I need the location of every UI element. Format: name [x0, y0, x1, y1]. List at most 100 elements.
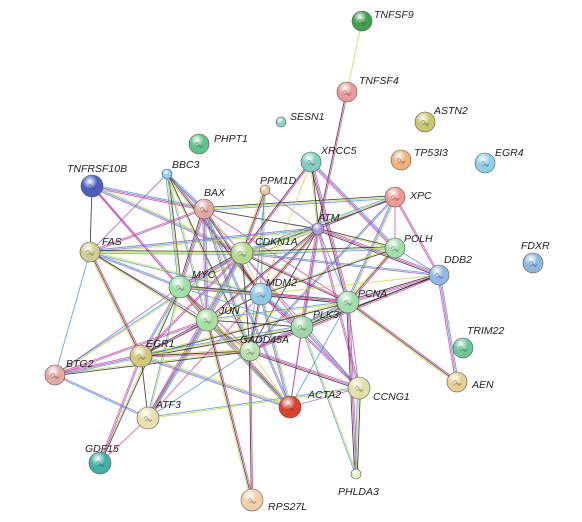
- node-trim22[interactable]: TRIM22: [452, 325, 505, 359]
- edge-JUN-ATF3: [147, 319, 208, 419]
- node-circle-myc[interactable]: [168, 275, 192, 299]
- node-circle-atm[interactable]: [311, 222, 325, 236]
- node-circle-bbc3[interactable]: [161, 168, 173, 180]
- node-tp53i3[interactable]: TP53I3: [390, 147, 448, 171]
- node-phlda3[interactable]: PHLDA3: [338, 468, 379, 498]
- edge-XRCC5-ATM: [309, 162, 318, 230]
- node-atm[interactable]: ATM: [311, 212, 340, 236]
- node-circle-fdxr[interactable]: [522, 252, 544, 274]
- node-circle-xrcc5[interactable]: [300, 151, 322, 173]
- node-bbc3[interactable]: BBC3: [161, 159, 200, 180]
- edge-CDKN1A-DDB2: [241, 253, 439, 277]
- node-circle-tnfsf4[interactable]: [336, 81, 358, 103]
- edge-ATM-FAS: [89, 227, 318, 252]
- node-circle-mdm2[interactable]: [249, 282, 273, 306]
- node-label-gadd45a: GADD45A: [240, 334, 289, 346]
- node-label-ccng1: CCNG1: [373, 391, 410, 403]
- node-circle-ddb2[interactable]: [428, 264, 450, 286]
- node-egr1[interactable]: EGR1: [129, 338, 175, 368]
- edge-ATM-CDKN1A: [242, 229, 319, 255]
- node-fdxr[interactable]: FDXR: [521, 240, 550, 274]
- node-circle-btg2[interactable]: [44, 364, 66, 386]
- node-polh[interactable]: POLH: [384, 233, 433, 259]
- node-circle-gdf15[interactable]: [88, 451, 112, 475]
- edge-JUN-RPS27L: [207, 319, 254, 500]
- node-ddb2[interactable]: DDB2: [428, 254, 472, 286]
- node-ccng1[interactable]: CCNG1: [347, 376, 410, 403]
- node-structure-astn2: [420, 120, 430, 126]
- node-tnfsf9[interactable]: TNFSF9: [351, 9, 414, 32]
- node-circle-xpc[interactable]: [384, 186, 406, 208]
- node-bax[interactable]: BAX: [193, 187, 226, 220]
- node-phpt1[interactable]: PHPT1: [188, 133, 248, 155]
- node-circle-egr1[interactable]: [129, 344, 153, 368]
- edge-MYC-MDM2: [179, 287, 261, 296]
- edge-PLK3-PHLDA3: [300, 327, 356, 475]
- node-sesn1[interactable]: SESN1: [275, 111, 324, 128]
- node-circle-bax[interactable]: [193, 198, 215, 220]
- node-xrcc5[interactable]: XRCC5: [300, 145, 357, 173]
- edge-MYC-MDM2: [180, 285, 262, 294]
- edge-DDB2-AEN: [437, 275, 457, 383]
- node-aen[interactable]: AEN: [446, 371, 494, 393]
- node-circle-polh[interactable]: [384, 237, 406, 259]
- node-circle-cdkn1a[interactable]: [230, 241, 254, 265]
- node-circle-sesn1[interactable]: [275, 116, 287, 128]
- edge-CDKN1A-JUN: [207, 253, 244, 321]
- node-circle-ccng1[interactable]: [347, 376, 371, 400]
- node-circle-phlda3[interactable]: [350, 468, 362, 480]
- node-circle-tnfrsf10b[interactable]: [80, 174, 104, 198]
- node-structure-pcna: [343, 300, 353, 306]
- node-tnfsf4[interactable]: TNFSF4: [336, 75, 399, 103]
- node-structure-tnfsf4: [342, 90, 352, 96]
- node-circle-fas[interactable]: [79, 241, 101, 263]
- node-circle-tnfsf9[interactable]: [351, 10, 373, 32]
- node-circle-trim22[interactable]: [452, 337, 474, 359]
- node-label-phlda3: PHLDA3: [338, 486, 379, 498]
- node-structure-gdf15: [95, 461, 105, 467]
- node-plk3[interactable]: PLK3: [290, 309, 339, 339]
- node-circle-astn2[interactable]: [414, 111, 436, 133]
- node-tnfrsf10b[interactable]: TNFRSF10B: [67, 163, 127, 198]
- node-structure-acta2: [285, 405, 295, 411]
- node-jun[interactable]: JUN: [195, 305, 240, 332]
- node-ppm1d[interactable]: PPM1D: [259, 175, 297, 196]
- node-rps27l[interactable]: RPS27L: [240, 488, 307, 513]
- node-circle-plk3[interactable]: [290, 315, 314, 339]
- edge-CDKN1A-POLH: [242, 248, 396, 255]
- node-myc[interactable]: MYC: [168, 269, 216, 299]
- node-atf3[interactable]: ATF3: [136, 399, 181, 430]
- node-structure-bax: [199, 207, 209, 213]
- edge-PLK3-EGR1: [140, 325, 302, 356]
- edge-FAS-EGR1: [89, 251, 142, 357]
- edge-EGR1-BTG2: [55, 356, 142, 377]
- node-circle-ppm1d[interactable]: [259, 184, 271, 196]
- node-circle-egr4[interactable]: [474, 152, 496, 174]
- node-pcna[interactable]: PCNA: [336, 288, 387, 314]
- node-label-trim22: TRIM22: [467, 325, 505, 337]
- node-egr4[interactable]: EGR4: [474, 147, 524, 174]
- node-circle-rps27l[interactable]: [240, 488, 264, 512]
- node-structure-rps27l: [247, 498, 257, 504]
- node-circle-jun[interactable]: [195, 308, 219, 332]
- node-circle-atf3[interactable]: [136, 406, 160, 430]
- node-fas[interactable]: FAS: [79, 236, 122, 263]
- edge-EGR1-BTG2: [54, 355, 142, 376]
- node-cdkn1a[interactable]: CDKN1A: [230, 236, 298, 265]
- node-circle-pcna[interactable]: [336, 290, 360, 314]
- node-circle-acta2[interactable]: [278, 395, 302, 419]
- node-circle-gadd45a[interactable]: [239, 340, 261, 362]
- node-astn2[interactable]: ASTN2: [414, 105, 468, 133]
- edge-MYC-GDF15: [98, 286, 180, 463]
- edge-ATM-DDB2: [318, 227, 440, 275]
- node-circle-tp53i3[interactable]: [390, 149, 412, 171]
- node-gdf15[interactable]: GDF15: [85, 443, 119, 475]
- node-circle-aen[interactable]: [446, 371, 468, 393]
- node-mdm2[interactable]: MDM2: [249, 277, 297, 306]
- edge-EGR1-ACTA2: [141, 354, 291, 407]
- node-circle-phpt1[interactable]: [188, 133, 210, 155]
- node-acta2[interactable]: ACTA2: [278, 389, 341, 419]
- node-xpc[interactable]: XPC: [384, 186, 432, 208]
- node-btg2[interactable]: BTG2: [44, 358, 94, 386]
- node-gadd45a[interactable]: GADD45A: [239, 334, 289, 362]
